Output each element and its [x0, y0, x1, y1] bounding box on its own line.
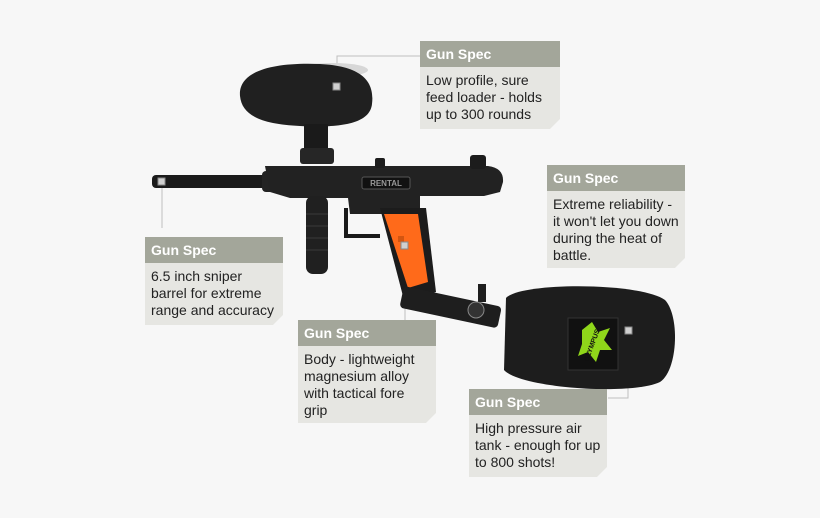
tank-logo-splat [578, 322, 612, 362]
air-tank: OLYMPUS [504, 286, 676, 390]
marker-body: RENTAL [265, 155, 504, 238]
callout-text: Body - lightweight magnesium alloy with … [304, 351, 415, 418]
connector-markers [157, 82, 633, 335]
callout-body: Gun Spec Body - lightweight magnesium al… [298, 320, 436, 423]
page-fold-corner [273, 315, 283, 325]
callout-reliability: Gun Spec Extreme reliability - it won't … [547, 165, 685, 268]
callout-heading: Gun Spec [469, 389, 607, 415]
page-fold-corner [675, 258, 685, 268]
hopper [239, 63, 373, 164]
callout-text: High pressure air tank - enough for up t… [475, 420, 601, 470]
page-fold-corner [550, 119, 560, 129]
callout-heading: Gun Spec [420, 41, 560, 67]
page-fold-corner [426, 413, 436, 423]
callout-heading: Gun Spec [298, 320, 436, 346]
callout-heading: Gun Spec [145, 237, 283, 263]
callout-air-tank: Gun Spec High pressure air tank - enough… [469, 389, 607, 477]
callout-text: 6.5 inch sniper barrel for extreme range… [151, 268, 274, 318]
callout-text: Extreme reliability - it won't let you d… [553, 196, 679, 263]
callout-text: Low profile, sure feed loader - holds up… [426, 72, 542, 122]
callout-loader: Gun Spec Low profile, sure feed loader -… [420, 41, 560, 129]
page-fold-corner [597, 467, 607, 477]
pistol-grip [380, 208, 436, 300]
asa-connector [400, 284, 502, 328]
callout-heading: Gun Spec [547, 165, 685, 191]
callout-barrel: Gun Spec 6.5 inch sniper barrel for extr… [145, 237, 283, 325]
body-stamp: RENTAL [370, 179, 402, 188]
fore-grip [306, 196, 328, 274]
